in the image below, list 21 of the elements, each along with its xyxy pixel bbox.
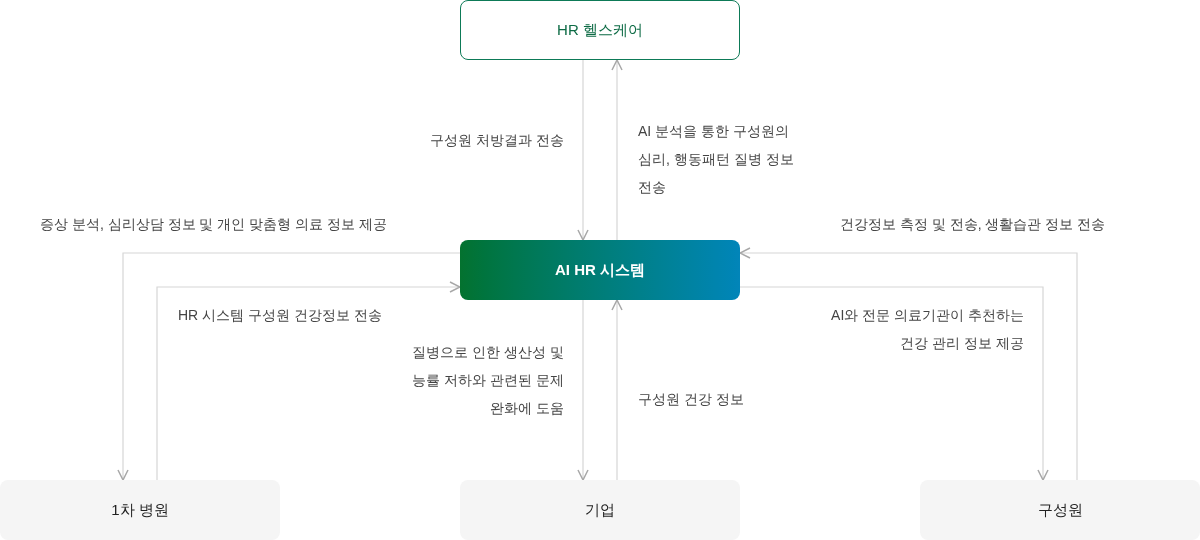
system-box: AI HR 시스템 — [460, 240, 740, 300]
arrow — [117, 252, 461, 481]
entity-box: 1차 병원 — [0, 480, 280, 540]
arrow — [577, 299, 589, 481]
edge-label: AI와 전문 의료기관이 추천하는 건강 관리 정보 제공 — [830, 306, 1024, 353]
entity-box: 구성원 — [920, 480, 1200, 540]
edge-label: 증상 분석, 심리상담 정보 및 개인 맞춤형 의료 정보 제공 — [40, 215, 388, 234]
edge-label: 구성원 건강 정보 — [638, 390, 745, 409]
arrow — [739, 286, 1049, 481]
arrow — [577, 59, 589, 241]
entity-box: 기업 — [460, 480, 740, 540]
arrow — [156, 281, 461, 481]
arrow — [611, 59, 623, 241]
edge-label: 구성원 처방결과 전송 — [429, 131, 564, 150]
arrow — [739, 247, 1078, 481]
edge-label: HR 시스템 구성원 건강정보 전송 — [178, 306, 383, 325]
edge-label: 건강정보 측정 및 전송, 생활습관 정보 전송 — [840, 215, 1107, 234]
edge-label: AI 분석을 통한 구성원의 심리, 행동패턴 질병 정보 전송 — [638, 122, 795, 197]
process-box: HR 헬스케어 — [460, 0, 740, 60]
arrow — [611, 299, 623, 481]
edge-label: 질병으로 인한 생산성 및 능률 저하와 관련된 문제 완화에 도움 — [411, 343, 564, 418]
